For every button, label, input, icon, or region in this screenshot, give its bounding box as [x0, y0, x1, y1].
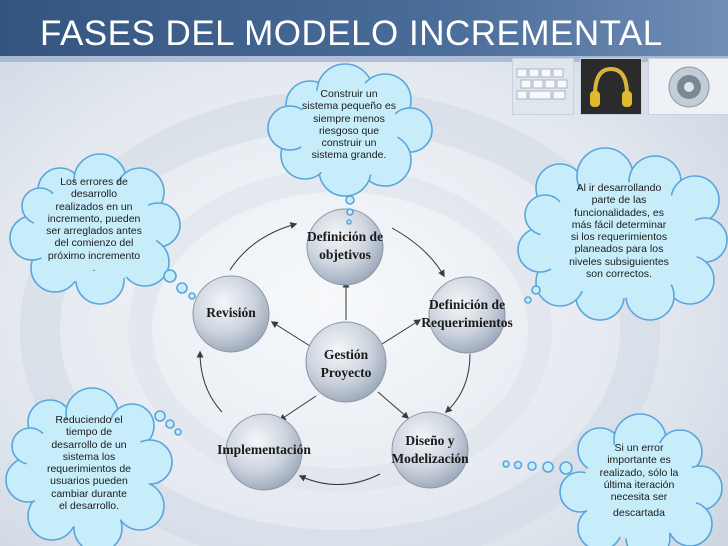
label-gestion-line1: Gestión: [323, 347, 369, 362]
callout-right-top-line: si los requerimientos: [570, 231, 668, 244]
callout-top-line: sistema grande.: [311, 149, 387, 162]
slide-title: FASES DEL MODELO INCREMENTAL: [40, 14, 663, 53]
label-gestion-line2: Proyecto: [320, 365, 372, 380]
callout-left-bottom-line: usuarios pueden: [50, 475, 128, 488]
label-diseno-modelizacion: Diseño y Modelización: [370, 432, 490, 468]
callout-left-bottom-line: Reduciendo el: [55, 414, 123, 426]
callout-right-bottom-line: descartada: [613, 507, 665, 520]
callout-left-top-line: desarrollo: [70, 188, 118, 201]
callout-top-line: siempre menos: [313, 112, 385, 125]
callout-right-top-text: Al ir desarrollando parte de las funcion…: [552, 182, 686, 280]
callout-top-line: sistema pequeño es: [302, 100, 396, 113]
cloud-left-top: [9, 153, 181, 305]
callout-top-line: construir un: [321, 137, 377, 150]
label-gestion-proyecto: Gestión Proyecto: [296, 346, 396, 382]
callout-left-top-line: ser arreglados antes: [46, 225, 142, 238]
arrow-objetivos-requerimientos: [391, 227, 445, 278]
arrow-requerimientos-diseno: [444, 353, 471, 413]
arrow-revision-objetivos: [229, 222, 298, 271]
callout-right-top-line: parte de las: [591, 194, 647, 207]
node-gestion: [305, 321, 387, 403]
label-definicion-objetivos: Definición de objetivos: [286, 228, 404, 264]
callout-right-bottom-line: importante es: [607, 454, 671, 467]
node-diseno: [391, 411, 469, 489]
arrow-centro-diseno: [377, 391, 410, 419]
cloud-right-bottom: [559, 413, 723, 546]
arrow-centro-implementacion: [278, 395, 317, 421]
label-implementacion: Implementación: [200, 441, 328, 459]
label-objetivos-line1: Definición de: [306, 229, 384, 244]
cloud-right-top: [517, 147, 728, 321]
callout-left-bottom-line: sistema los: [62, 450, 116, 463]
callout-right-top-line: niveles subsiguientes: [569, 255, 669, 268]
label-diseno-line1: Diseño y: [405, 433, 455, 448]
callout-left-bottom-line: tiempo de: [65, 426, 113, 439]
label-definicion-requerimientos: Definición de Requerimientos: [402, 296, 532, 332]
callout-left-top-line: .: [92, 262, 96, 275]
node-implementacion: [225, 413, 303, 491]
label-implementacion-line1: Implementación: [217, 442, 311, 457]
node-revision: [192, 275, 270, 353]
node-objetivos: [306, 208, 384, 286]
callout-right-top-line: planeados para los: [574, 243, 664, 256]
callout-top-line: Construir un: [320, 88, 378, 100]
callout-left-bottom-line: el desarrollo.: [58, 500, 120, 513]
label-revision-line1: Revisión: [206, 305, 256, 320]
callout-right-top-line: son correctos.: [586, 268, 652, 281]
callout-right-bottom-line: Si un error: [614, 442, 664, 454]
callout-left-top-text: Los errores de desarrollo realizados en …: [28, 176, 160, 274]
callout-top-text: Construir un sistema pequeño es siempre …: [290, 88, 408, 162]
callout-right-bottom-line: realizado, sólo la: [599, 466, 679, 479]
callout-left-bottom-line: requerimientos de: [46, 463, 132, 476]
callout-left-top-line: realizados en un: [55, 200, 133, 213]
label-diseno-line2: Modelización: [391, 451, 469, 466]
callout-right-bottom-line: necesita ser: [610, 491, 668, 504]
label-revision: Revisión: [186, 304, 276, 322]
speaker-image: [648, 58, 728, 115]
arrow-centro-revision: [270, 321, 311, 347]
callout-left-top-line: del comienzo del: [54, 237, 134, 250]
callout-left-top-line: próximo incremento: [47, 249, 141, 262]
label-objetivos-line2: objetivos: [319, 247, 371, 262]
callout-left-top-line: Los errores de: [60, 176, 128, 188]
callout-right-top-line: más fácil determinar: [571, 218, 667, 231]
callout-top-line: riesgoso que: [318, 124, 380, 137]
cloud-top: [267, 63, 433, 197]
label-requerimientos-line2: Requerimientos: [421, 315, 513, 330]
arrow-centro-requerimientos: [381, 319, 422, 345]
callout-left-bottom-line: desarrollo de un: [51, 438, 127, 451]
callout-right-bottom-line: última iteración: [603, 478, 675, 491]
keyboard-image: [512, 58, 574, 115]
callout-left-bottom-line: cambiar durante: [51, 487, 127, 500]
label-requerimientos-line1: Definición de: [428, 297, 506, 312]
callout-left-bottom-text: Reduciendo el tiempo de desarrollo de un…: [24, 414, 154, 512]
arrow-diseno-implementacion: [298, 473, 381, 485]
callout-right-bottom-text: Si un error importante es realizado, sól…: [582, 442, 696, 520]
node-requerimientos: [428, 276, 506, 354]
arrow-implementacion-revision: [196, 350, 223, 413]
callout-right-top-line: Al ir desarrollando: [576, 182, 662, 194]
callout-left-top-line: incremento, pueden: [47, 212, 141, 225]
cloud-left-bottom: [5, 387, 173, 546]
callout-right-top-line: funcionalidades, es: [574, 206, 664, 219]
headphones-image: [580, 58, 642, 115]
